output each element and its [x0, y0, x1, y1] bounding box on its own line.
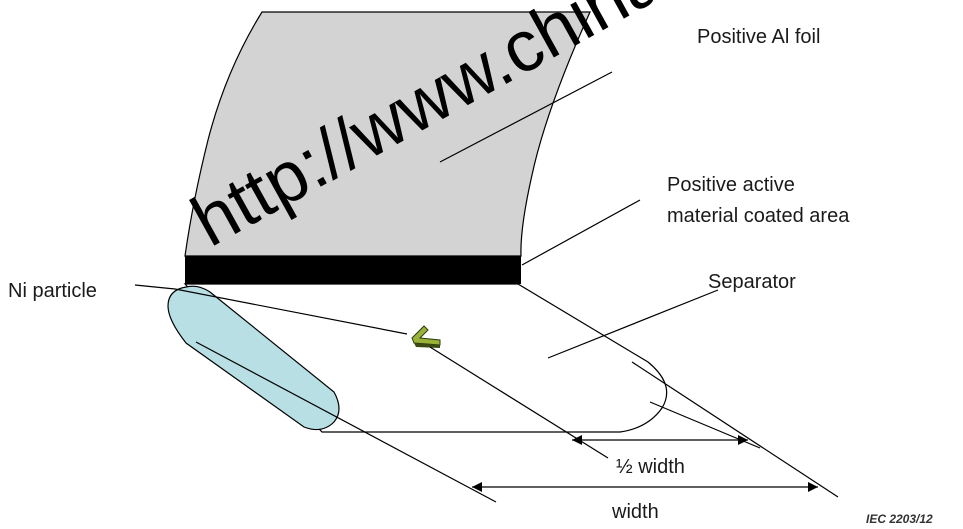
- ni-particle: [411, 325, 441, 348]
- label-half-width: ½ width: [616, 456, 685, 478]
- width-right-guide-line: [631, 361, 839, 498]
- positive-active-coated-band: [185, 256, 521, 284]
- leader-line-separator: [547, 289, 719, 359]
- label-separator: Separator: [708, 271, 796, 293]
- leader-line-ni-particle: [134, 284, 408, 335]
- positive-al-foil: [184, 11, 591, 257]
- separator-cut-edge: [167, 285, 340, 431]
- label-positive-active-line2: material coated area: [667, 205, 850, 227]
- half-width-right-guide-line: [649, 401, 761, 449]
- label-positive-al-foil: Positive Al foil: [697, 26, 820, 48]
- label-positive-active-line1: Positive active: [667, 174, 795, 196]
- label-ni-particle: Ni particle: [8, 280, 97, 302]
- figure-reference: IEC 2203/12: [866, 512, 933, 526]
- leader-line-al-foil: [439, 71, 613, 163]
- label-width: width: [611, 501, 659, 523]
- width-left-guide-line: [195, 341, 497, 503]
- leader-line-coated-area: [521, 199, 641, 266]
